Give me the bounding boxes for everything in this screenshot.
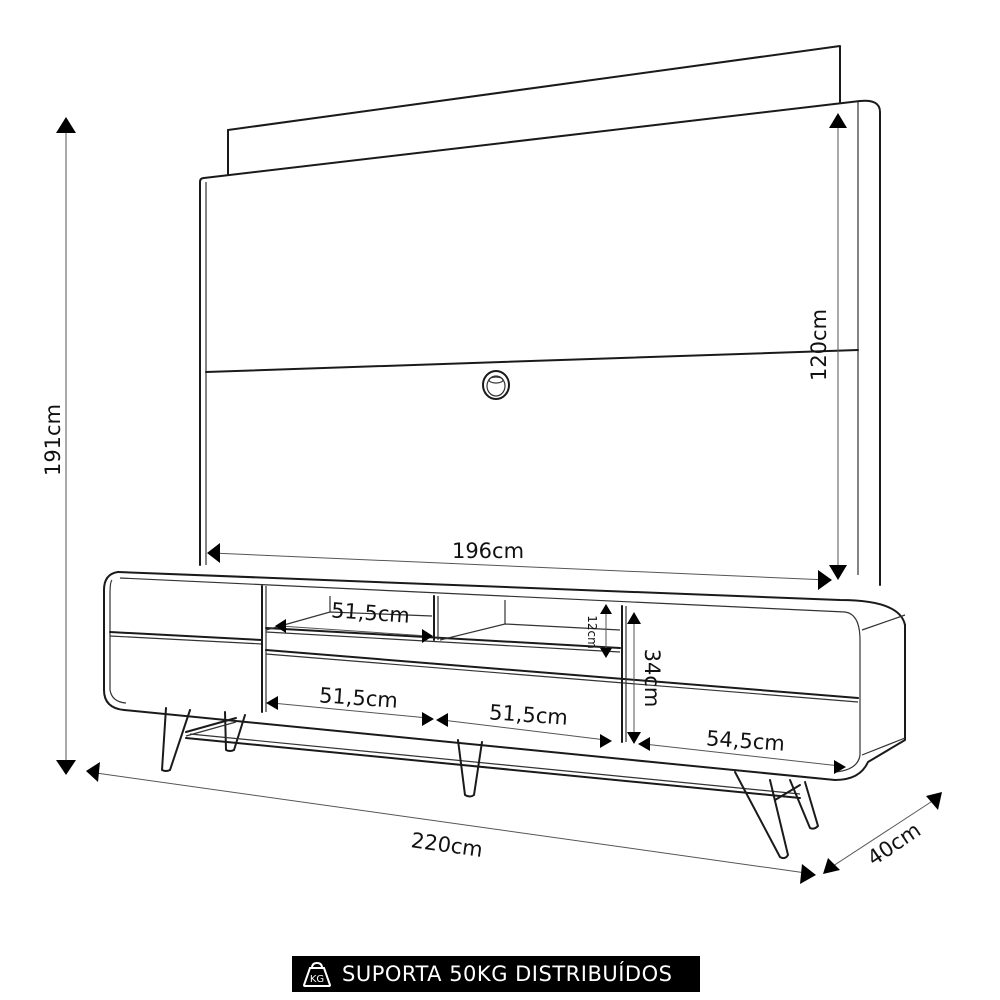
svg-text:KG: KG [310,974,324,985]
dim-drawer-left-width: 51,5cm [266,683,434,726]
dim-body-height: 34cm [627,612,664,744]
label-door-width: 54,5cm [705,726,785,755]
dim-panel-height: 120cm [807,113,847,580]
dim-niche-width: 51,5cm [275,598,433,643]
cable-pass-hole [482,370,510,400]
label-drawer-right-width: 51,5cm [488,700,568,729]
rack-legs [161,707,819,860]
label-niche-height: 12cm [585,615,599,649]
label-panel-width: 196cm [452,539,524,563]
label-body-height: 34cm [640,649,664,708]
dim-panel-width: 196cm [207,539,832,590]
panel-division-line [205,349,859,373]
dim-depth: 40cm [823,792,942,874]
label-total-width: 220cm [410,828,485,862]
main-wall-panel [199,99,881,586]
dim-door-width: 54,5cm [638,726,846,774]
weight-capacity-banner: KG SUPORTA 50KG DISTRIBUÍDOS [292,956,700,992]
label-panel-height: 120cm [807,309,831,381]
dim-total-width: 220cm [86,762,816,884]
dim-niche-height: 12cm [585,604,612,658]
label-niche-width: 51,5cm [330,598,410,627]
dim-total-height: 191cm [41,117,76,775]
weight-capacity-text: SUPORTA 50KG DISTRIBUÍDOS [342,962,673,986]
kg-weight-icon: KG [302,961,332,987]
upper-back-panel [227,45,841,175]
label-total-height: 191cm [41,404,65,476]
label-drawer-left-width: 51,5cm [318,683,398,712]
dim-drawer-right-width: 51,5cm [436,700,612,748]
rack-body [103,571,906,781]
